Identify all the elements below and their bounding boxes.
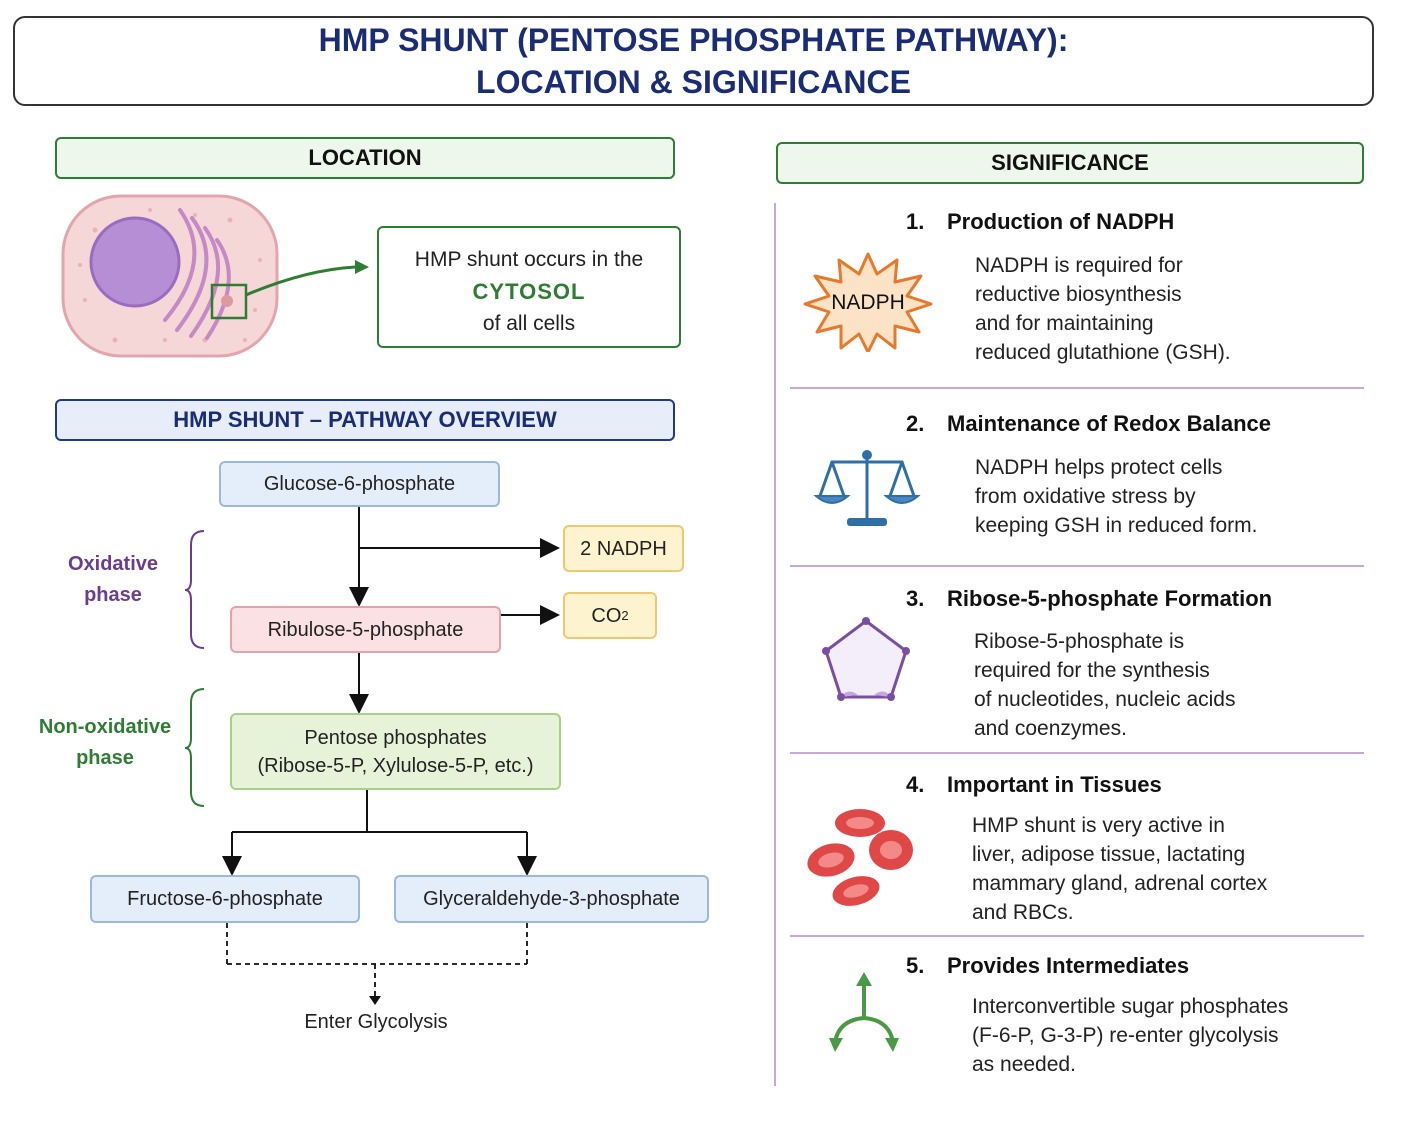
node-glucose-6-phosphate: Glucose-6-phosphate	[219, 461, 500, 507]
sig-item-4-number: 4.	[906, 772, 925, 797]
sig-item-1-title: Production of NADPH	[947, 209, 1175, 234]
oxidative-line-1: Oxidative	[67, 553, 159, 575]
node-2-nadph: 2 NADPH	[563, 525, 684, 572]
sig-item-3-desc: Ribose-5-phosphate is required for the s…	[974, 630, 1236, 740]
sig-divider-1	[790, 387, 1364, 389]
sig-item-1-desc: NADPH is required for reductive biosynth…	[975, 254, 1231, 364]
sig-divider-2	[790, 565, 1364, 567]
significance-vertical-divider	[774, 203, 776, 1086]
cytosol-line-3: of all cells	[482, 312, 576, 335]
sig-item-3-title: Ribose-5-phosphate Formation	[947, 586, 1273, 611]
significance-header: SIGNIFICANCE	[776, 142, 1364, 184]
non-oxidative-phase-label: Non-oxidative phase	[30, 712, 180, 774]
sig-item-1-number: 1.	[906, 209, 925, 234]
nadph-starburst-icon: NADPH	[803, 252, 933, 352]
sig-item-5-title: Provides Intermediates	[947, 953, 1190, 978]
sig-item-2-number: 2.	[906, 411, 925, 436]
cell-illustration-icon	[61, 194, 369, 358]
enter-glycolysis-label: Enter Glycolysis	[304, 1011, 448, 1033]
node-fructose-6-phosphate: Fructose-6-phosphate	[90, 875, 360, 923]
sig-item-2-desc: NADPH helps protect cells from oxidative…	[975, 456, 1258, 537]
sig-divider-4	[790, 935, 1364, 937]
node-glyceraldehyde-3-phosphate: Glyceraldehyde-3-phosphate	[394, 875, 709, 923]
sig-item-4-desc: HMP shunt is very active in liver, adipo…	[972, 814, 1268, 924]
cytosol-line-1: HMP shunt occurs in the	[414, 248, 644, 271]
location-header: LOCATION	[55, 137, 675, 179]
cytosol-highlight: CYTOSOL	[472, 279, 586, 304]
oxidative-line-2: phase	[84, 584, 142, 606]
pentose-line-1: Pentose phosphates	[304, 726, 487, 749]
nonox-line-1: Non-oxidative	[38, 716, 172, 738]
title-line-1: HMP SHUNT (PENTOSE PHOSPHATE PATHWAY):	[318, 22, 1069, 58]
node-ribulose-5-phosphate: Ribulose-5-phosphate	[230, 606, 501, 653]
red-blood-cells-icon	[807, 809, 913, 906]
sig-item-5-desc: Interconvertible sugar phosphates (F-6-P…	[972, 995, 1289, 1076]
branching-arrows-icon	[829, 972, 899, 1052]
sig-item-3-number: 3.	[906, 586, 925, 611]
sig-item-4-title: Important in Tissues	[947, 772, 1162, 797]
co2-subscript: 2	[621, 607, 629, 623]
co2-text: CO	[591, 604, 622, 627]
pathway-header: HMP SHUNT – PATHWAY OVERVIEW	[55, 399, 675, 441]
nonox-line-2: phase	[76, 747, 134, 769]
sig-item-2-title: Maintenance of Redox Balance	[947, 411, 1271, 436]
pentose-line-2: (Ribose-5-P, Xylulose-5-P, etc.)	[257, 754, 534, 777]
node-pentose-phosphates: Pentose phosphates (Ribose-5-P, Xylulose…	[230, 713, 561, 790]
cytosol-callout: HMP shunt occurs in the CYTOSOL of all c…	[377, 226, 681, 348]
sig-item-5-number: 5.	[906, 953, 925, 978]
oxidative-phase-label: Oxidative phase	[50, 549, 176, 611]
balance-scale-icon	[813, 450, 921, 526]
title-banner: HMP SHUNT (PENTOSE PHOSPHATE PATHWAY): L…	[13, 16, 1374, 106]
pentagon-ring-icon	[822, 617, 910, 701]
title-line-2: LOCATION & SIGNIFICANCE	[476, 64, 911, 100]
sig-divider-3	[790, 752, 1364, 754]
nadph-icon-label: NADPH	[831, 291, 905, 314]
